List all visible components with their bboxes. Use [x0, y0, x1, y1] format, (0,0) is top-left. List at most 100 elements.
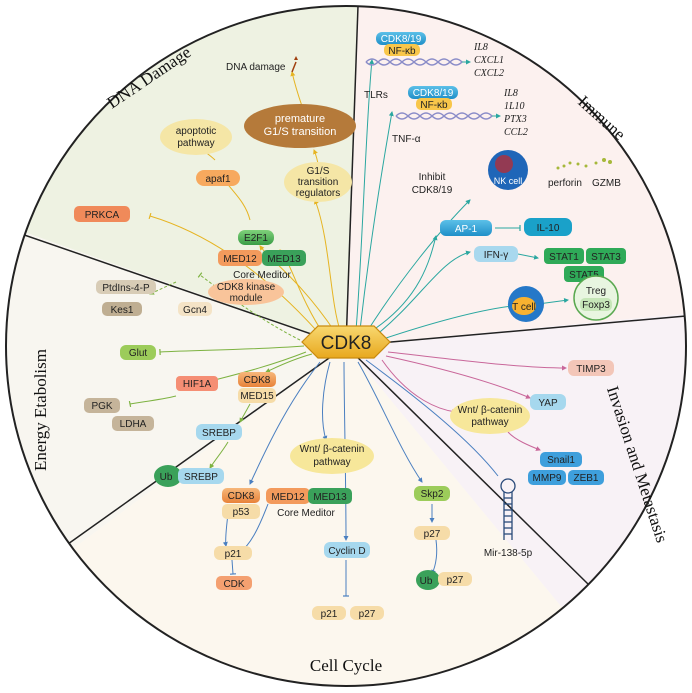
p21-node: [214, 546, 252, 560]
zeb1-text: ZEB1: [573, 473, 598, 484]
stat3-node: [586, 248, 626, 264]
il10-node: [524, 218, 572, 236]
srebp-node: [196, 424, 242, 440]
kinase-text-2: module: [230, 293, 263, 304]
il10-text: IL-10: [537, 223, 560, 234]
stat5-text: STAT5: [569, 270, 599, 281]
center-node: CDK8: [301, 325, 391, 359]
zeb1-node: [568, 470, 604, 485]
stat3-text: STAT3: [591, 252, 621, 263]
cdk8-cycle-node: [222, 488, 260, 503]
p53-text: p53: [233, 507, 250, 518]
p21b-node: [312, 606, 346, 620]
nk-nucleus-icon: [495, 155, 513, 173]
p27c-text: p27: [447, 575, 464, 586]
prkca-node: [74, 206, 130, 222]
gene-b-3: CCL2: [504, 127, 528, 138]
gene-a-1: CXCL1: [474, 55, 504, 66]
glut-node: [120, 345, 156, 360]
g1s-regulators-node: [284, 162, 352, 202]
tnfa-label: TNF-α: [392, 134, 421, 145]
g1s-text-1: G1/S: [307, 166, 330, 177]
section-title-energy: Energy Etabolism: [31, 349, 50, 471]
cdk-text: CDK: [223, 579, 244, 590]
tlrs-label: TLRs: [364, 90, 388, 101]
immune-group: CDK8/19 NF-κb IL8 CXCL1 CXCL2 TLRs CDK8/…: [364, 32, 626, 322]
apoptotic-text-1: apoptotic: [176, 126, 217, 137]
timp3-node: [568, 360, 614, 376]
premature-text-2: G1/S transition: [264, 126, 337, 138]
prkca-text: PRKCA: [85, 210, 120, 221]
wnt-cycle-text-1: Wnt/ β-catenin: [300, 444, 365, 455]
wnt-cycle-text-2: pathway: [313, 457, 350, 468]
p21-text: p21: [225, 549, 242, 560]
pgk-text: PGK: [91, 401, 112, 412]
gcn4-node: [178, 302, 212, 316]
p27-node: [414, 526, 450, 540]
e2f1-node: [238, 230, 274, 245]
cdk819-node-b: [408, 86, 458, 99]
kinase-text-1: CDK8 kinase: [217, 282, 276, 293]
inhibit-text-1: Inhibit: [419, 172, 446, 183]
gene-a-0: IL8: [473, 42, 488, 53]
cyclin-d-node: [324, 542, 370, 558]
wnt-cycle-node: [290, 438, 374, 474]
connectors: [128, 59, 569, 597]
nfkb-node-b: [416, 98, 452, 110]
nfkb-text-b: NF-κb: [420, 100, 448, 111]
med13-cycle-node: [308, 488, 352, 504]
cdk-node: [216, 576, 252, 590]
gcn4-text: Gcn4: [183, 305, 207, 316]
ifng-text: IFN-γ: [484, 250, 508, 261]
med15-node: [238, 388, 276, 403]
snail1-text: Snail1: [547, 455, 575, 466]
med13-node: [262, 250, 306, 266]
perforin-text: perforin: [548, 178, 582, 189]
up-arrow-icon: [291, 61, 297, 73]
med12-cycle-text: MED12: [271, 492, 305, 503]
stat1-text: STAT1: [549, 252, 579, 263]
ifng-node: [474, 246, 518, 262]
gzmb-text: GZMB: [592, 178, 621, 189]
glut-text: Glut: [129, 348, 148, 359]
ub-cycle-icon: [416, 570, 440, 590]
p21b-text: p21: [321, 609, 338, 620]
apaf1-text: apaf1: [205, 174, 230, 185]
g1s-text-2: transition: [298, 177, 339, 188]
ub-energy-text: Ub: [160, 472, 173, 483]
sector-cell-cycle: [6, 346, 640, 686]
dna-helix-icon: [365, 58, 463, 66]
invasion-group: TIMP3 YAP Wnt/ β-catenin pathway Snail1 …: [450, 360, 614, 485]
p27c-node: [438, 572, 472, 586]
t-cell-nucleus-icon: [512, 297, 536, 315]
stat1-node: [544, 248, 584, 264]
yap-text: YAP: [538, 398, 558, 409]
premature-text-1: premature: [275, 113, 325, 125]
yap-node: [530, 394, 566, 410]
foxp3-text: Foxp3: [582, 300, 610, 311]
med12-cycle-node: [266, 488, 310, 504]
dna-damage-group: DNA damage premature G1/S transition apo…: [74, 56, 356, 305]
ldha-text: LDHA: [120, 419, 147, 430]
cdk8-energy-node: [238, 372, 276, 387]
dna-helix-icon: [395, 112, 493, 120]
hif1a-text: HIF1A: [183, 379, 212, 390]
ap1-text: AP-1: [455, 224, 478, 235]
wnt-invasion-node: [450, 398, 530, 434]
arrow-head-icon: [294, 56, 298, 60]
core-meditor-text: Core Meditor: [233, 270, 291, 281]
energy-group: PtdIns-4-P Kes1 Gcn4 Glut HIF1A PGK LDHA…: [84, 280, 276, 487]
nk-cell-text: NK cell: [494, 176, 523, 186]
p27b-node: [350, 606, 384, 620]
gene-a-2: CXCL2: [474, 68, 504, 79]
kes1-node: [102, 302, 142, 316]
wnt-invasion-text-1: Wnt/ β-catenin: [458, 405, 523, 416]
ldha-node: [112, 416, 154, 431]
apaf1-node: [196, 170, 240, 186]
cell-cycle-group: Wnt/ β-catenin pathway CDK8 p53 MED12 ME…: [214, 438, 533, 620]
cdk8-cycle-text: CDK8: [228, 491, 255, 502]
g1s-text-3: regulators: [296, 188, 340, 199]
p27-text: p27: [424, 529, 441, 540]
outer-circle: [5, 5, 687, 687]
